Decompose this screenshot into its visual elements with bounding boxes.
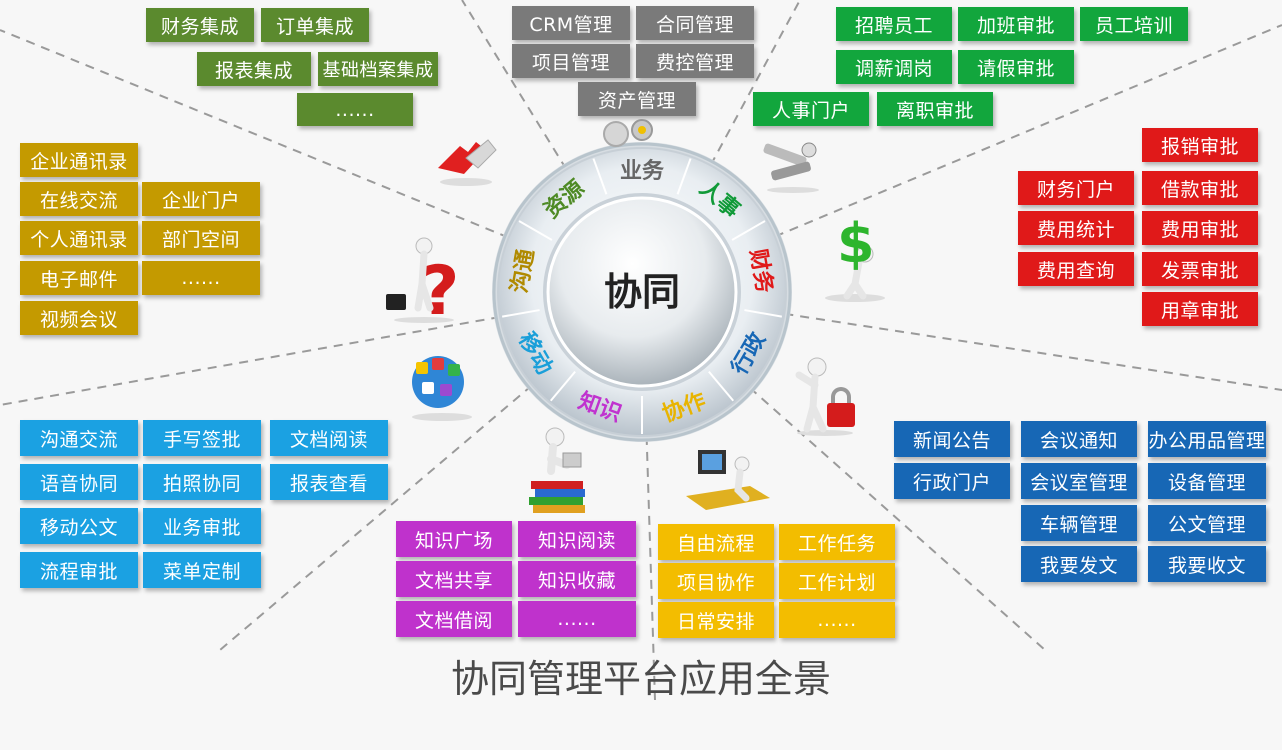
tile-flow-approve[interactable]: 流程审批 (20, 552, 138, 588)
segment-separator (501, 309, 540, 318)
tile-dept-space[interactable]: 部门空间 (142, 221, 260, 255)
tile-reimburse[interactable]: 报销审批 (1142, 128, 1258, 162)
tile-work-plan[interactable]: 工作计划 (779, 563, 895, 599)
tile-directory[interactable]: 企业通讯录 (20, 143, 138, 177)
tile-equipment[interactable]: 设备管理 (1148, 463, 1266, 499)
gears-icon (603, 119, 653, 147)
tile-salary-adjust[interactable]: 调薪调岗 (836, 50, 952, 84)
segment-separator (549, 371, 576, 402)
tile-resource-more[interactable]: ...... (297, 93, 413, 126)
tile-knowledge-square[interactable]: 知识广场 (396, 521, 512, 557)
tile-recruit[interactable]: 招聘员工 (836, 7, 952, 41)
tile-meeting-room[interactable]: 会议室管理 (1021, 463, 1137, 499)
lock-key-icon (795, 357, 855, 436)
tile-contract[interactable]: 合同管理 (636, 6, 754, 40)
tile-report-integration[interactable]: 报表集成 (197, 52, 311, 86)
segment-separator (518, 220, 553, 241)
question-mark-figure-icon: ? (386, 237, 459, 324)
tile-news[interactable]: 新闻公告 (894, 421, 1010, 457)
tools-icon (763, 142, 819, 193)
tile-send-doc[interactable]: 我要发文 (1021, 546, 1137, 582)
tile-seal[interactable]: 用章审批 (1142, 292, 1258, 326)
apps-globe-icon (412, 356, 472, 421)
tile-loan[interactable]: 借款审批 (1142, 171, 1258, 205)
tile-finance-portal[interactable]: 财务门户 (1018, 171, 1134, 205)
tile-project-collab[interactable]: 项目协作 (658, 563, 774, 599)
tile-leave[interactable]: 请假审批 (958, 50, 1074, 84)
segment-separator (744, 309, 783, 318)
tile-company-portal[interactable]: 企业门户 (142, 182, 260, 216)
tile-hr-portal[interactable]: 人事门户 (753, 92, 869, 126)
tile-biz-approve[interactable]: 业务审批 (143, 508, 261, 544)
tile-expense-control[interactable]: 费控管理 (636, 44, 754, 78)
segment-separator (708, 371, 735, 402)
tile-training[interactable]: 员工培训 (1080, 7, 1188, 41)
tile-knowledge-more[interactable]: ...... (518, 601, 636, 637)
tile-admin-portal[interactable]: 行政门户 (894, 463, 1010, 499)
tile-doc-read[interactable]: 文档阅读 (270, 420, 388, 456)
hub-segment-label[interactable]: 业务 (620, 159, 665, 184)
tile-personal-contacts[interactable]: 个人通讯录 (20, 221, 138, 255)
tile-work-task[interactable]: 工作任务 (779, 524, 895, 560)
tile-project[interactable]: 项目管理 (512, 44, 630, 78)
tile-knowledge-fav[interactable]: 知识收藏 (518, 561, 636, 597)
diagram-caption: 协同管理平台应用全景 (450, 657, 831, 701)
tile-finance-integration[interactable]: 财务集成 (146, 8, 254, 42)
tile-doc-borrow[interactable]: 文档借阅 (396, 601, 512, 637)
tile-knowledge-read[interactable]: 知识阅读 (518, 521, 636, 557)
tile-collab-more[interactable]: ...... (779, 602, 895, 638)
money-figure-icon: $ (825, 212, 885, 302)
tile-photo[interactable]: 拍照协同 (143, 464, 261, 500)
tile-menu-custom[interactable]: 菜单定制 (143, 552, 261, 588)
tile-voice[interactable]: 语音协同 (20, 464, 138, 500)
puzzle-icon (438, 139, 497, 186)
books-reader-icon (529, 427, 585, 513)
tile-handwriting[interactable]: 手写签批 (143, 420, 261, 456)
tile-order-integration[interactable]: 订单集成 (261, 8, 369, 42)
tile-office-supplies[interactable]: 办公用品管理 (1148, 421, 1266, 457)
tile-resignation[interactable]: 离职审批 (877, 92, 993, 126)
tile-overtime[interactable]: 加班审批 (958, 7, 1074, 41)
svg-text:$: $ (837, 212, 875, 275)
tile-communication-more[interactable]: ...... (142, 261, 260, 295)
segment-separator (731, 220, 766, 241)
tile-chat[interactable]: 沟通交流 (20, 420, 138, 456)
tile-online-chat[interactable]: 在线交流 (20, 182, 138, 216)
tile-cost-stats[interactable]: 费用统计 (1018, 211, 1134, 245)
tile-mobile-doc[interactable]: 移动公文 (20, 508, 138, 544)
tile-receive-doc[interactable]: 我要收文 (1148, 546, 1266, 582)
tile-cost-query[interactable]: 费用查询 (1018, 252, 1134, 286)
tile-cost-approve[interactable]: 费用审批 (1142, 211, 1258, 245)
segment-separator (592, 158, 608, 195)
hub-title: 协同 (604, 270, 680, 314)
tile-archive-integration[interactable]: 基础档案集成 (318, 52, 438, 86)
tile-email[interactable]: 电子邮件 (20, 261, 138, 295)
tile-daily-schedule[interactable]: 日常安排 (658, 602, 774, 638)
tile-free-flow[interactable]: 自由流程 (658, 524, 774, 560)
computer-desk-icon (686, 450, 770, 510)
segment-separator (676, 158, 692, 195)
tile-video-meeting[interactable]: 视频会议 (20, 301, 138, 335)
tile-crm[interactable]: CRM管理 (512, 6, 630, 40)
tile-doc-share[interactable]: 文档共享 (396, 561, 512, 597)
tile-asset[interactable]: 资产管理 (578, 82, 696, 116)
tile-invoice[interactable]: 发票审批 (1142, 252, 1258, 286)
tile-official-doc[interactable]: 公文管理 (1148, 505, 1266, 541)
tile-meeting-notice[interactable]: 会议通知 (1021, 421, 1137, 457)
tile-vehicle[interactable]: 车辆管理 (1021, 505, 1137, 541)
tile-report-view[interactable]: 报表查看 (270, 464, 388, 500)
